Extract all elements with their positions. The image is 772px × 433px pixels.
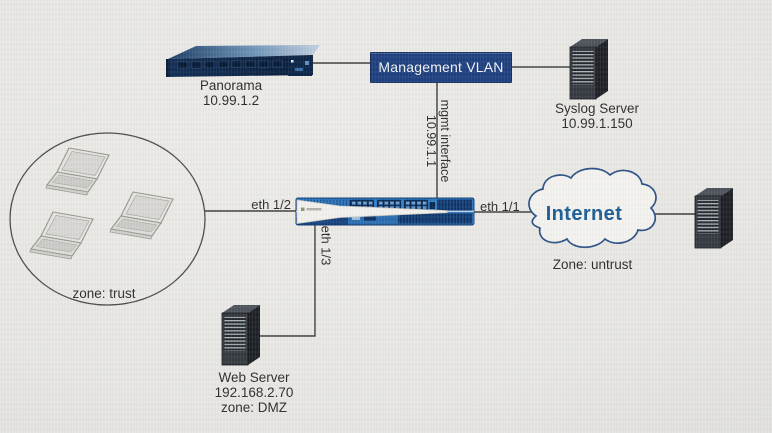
internet-label: Internet <box>545 203 623 225</box>
panorama-name: Panorama <box>199 78 263 93</box>
management-vlan-box: Management VLAN <box>370 52 512 83</box>
eth-1-3-label: eth 1/3 <box>318 225 334 266</box>
web-server-ip: 192.168.2.70 <box>214 385 294 400</box>
web-server-zone: zone: DMZ <box>220 400 288 415</box>
laptop-icon <box>29 211 94 260</box>
syslog-server-label: Syslog Server 10.99.1.150 <box>537 101 657 131</box>
syslog-name: Syslog Server <box>554 101 640 116</box>
syslog-ip: 10.99.1.150 <box>561 116 633 131</box>
mgmt-interface-name: mgmt interface <box>438 99 452 183</box>
tower-server-icon <box>694 187 734 249</box>
connector-lines <box>205 62 696 337</box>
trust-zone-circle <box>9 132 206 306</box>
firewall-appliance-icon <box>295 197 475 226</box>
web-server-label: Web Server 192.168.2.70 zone: DMZ <box>191 370 317 415</box>
panorama-ip: 10.99.1.2 <box>202 93 260 108</box>
trust-zone-label: zone: trust <box>72 286 136 301</box>
link-eth13-webserver <box>256 225 316 337</box>
tower-server-icon <box>569 38 609 100</box>
untrust-zone-label: Zone: untrust <box>552 257 633 272</box>
panorama-label: Panorama 10.99.1.2 <box>166 78 296 108</box>
eth-1-1-label: eth 1/1 <box>480 199 520 214</box>
eth-1-2-label: eth 1/2 <box>251 197 291 212</box>
web-server-name: Web Server <box>218 370 290 385</box>
laptop-icon <box>109 191 174 240</box>
mgmt-interface-ip: 10.99.1.1 <box>424 114 439 168</box>
tower-server-icon <box>221 304 261 366</box>
laptop-group-icon <box>29 147 174 260</box>
mgmt-interface-label: mgmt interface 10.99.1.1 <box>423 86 453 196</box>
laptop-icon <box>45 147 110 196</box>
rack-server-icon <box>166 45 320 77</box>
cloud-icon <box>528 167 657 249</box>
